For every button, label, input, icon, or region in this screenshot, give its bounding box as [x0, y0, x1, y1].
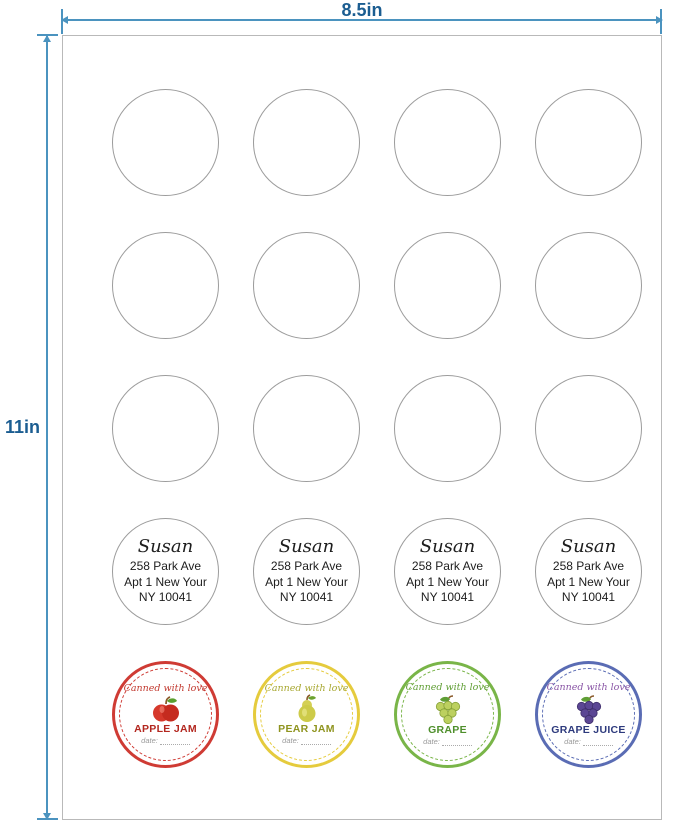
jam-title: APPLE JAM	[134, 722, 197, 735]
address-line-1: 258 Park Ave	[270, 559, 343, 573]
address-name: Susan	[419, 536, 476, 558]
blank-label-circle	[253, 89, 360, 196]
jam-script-text: Canned with love	[546, 682, 631, 694]
jam-title: PEAR JAM	[278, 723, 335, 736]
jam-script-text: Canned with love	[405, 682, 490, 694]
address-line-2: Apt 1 New Your	[547, 574, 630, 589]
blank-label-circle	[253, 232, 360, 339]
jam-date-line: date:	[141, 736, 190, 745]
jam-date-line: date:	[423, 737, 472, 746]
address-label: Susan 258 Park Ave Apt 1 New Your NY 100…	[535, 518, 642, 625]
jam-label-pear: Canned with love PEAR JAM date:	[253, 661, 360, 768]
blank-label-circle	[535, 89, 642, 196]
address-name: Susan	[137, 536, 194, 558]
blank-label-circle	[394, 232, 501, 339]
jam-title: GRAPE	[428, 723, 467, 736]
blank-label-circle	[253, 375, 360, 482]
sheet-width-tick-right	[660, 9, 662, 34]
sheet-height-arrow	[43, 35, 51, 820]
date-dotted-line	[300, 739, 331, 746]
address-line-1: 258 Park Ave	[411, 559, 484, 573]
sheet-height-dimension-label: 11in	[3, 417, 43, 438]
date-word: date:	[141, 735, 158, 745]
address-label: Susan 258 Park Ave Apt 1 New Your NY 100…	[394, 518, 501, 625]
blank-label-circle	[535, 375, 642, 482]
blank-label-circle	[112, 232, 219, 339]
date-dotted-line	[441, 740, 472, 746]
jam-title: GRAPE JUICE	[551, 723, 626, 736]
blank-label-circle	[112, 375, 219, 482]
sheet-height-tick-top	[37, 34, 58, 36]
address-line-1: 258 Park Ave	[129, 559, 202, 573]
label-sheet: Susan 258 Park Ave Apt 1 New Your NY 100…	[62, 35, 662, 820]
jam-label-grape: Canned with love GRAPE date:	[394, 661, 501, 768]
address-line-2: Apt 1 New Your	[265, 574, 348, 589]
jam-script-text: Canned with love	[264, 682, 349, 694]
sheet-width-dimension-label: 8.5in	[341, 0, 383, 20]
jam-label-inner-ring: Canned with love PEAR JAM date:	[260, 668, 353, 761]
date-dotted-line	[582, 740, 613, 746]
date-dotted-line	[159, 739, 190, 745]
sheet-width-arrow	[61, 16, 663, 24]
address-line-2: Apt 1 New Your	[406, 574, 489, 589]
date-word: date:	[423, 736, 440, 746]
blank-label-circle	[394, 375, 501, 482]
address-line-3: NY 10041	[279, 590, 334, 605]
date-word: date:	[282, 736, 299, 746]
green-grapes-icon	[435, 694, 460, 724]
jam-date-line: date:	[564, 737, 613, 746]
date-word: date:	[564, 736, 581, 746]
jam-label-inner-ring: Canned with love APPLE JAM date:	[119, 668, 212, 761]
blank-label-circle	[394, 89, 501, 196]
blank-label-circle	[535, 232, 642, 339]
address-name: Susan	[278, 536, 335, 558]
pear-icon	[298, 694, 316, 723]
apple-icon	[152, 695, 179, 722]
jam-label-inner-ring: Canned with love GRAPE date:	[401, 668, 494, 761]
address-label: Susan 258 Park Ave Apt 1 New Your NY 100…	[253, 518, 360, 625]
jam-date-line: date:	[282, 736, 331, 746]
address-label: Susan 258 Park Ave Apt 1 New Your NY 100…	[112, 518, 219, 625]
jam-label-grape-juice: Canned with love GRAPE JUICE date:	[535, 661, 642, 768]
address-line-3: NY 10041	[561, 590, 616, 605]
jam-label-inner-ring: Canned with love GRAPE JUICE date:	[542, 668, 635, 761]
sheet-width-tick-left	[61, 9, 63, 34]
sheet-height-tick-bottom	[37, 818, 58, 820]
purple-grapes-icon	[576, 694, 601, 724]
jam-script-text: Canned with love	[123, 683, 208, 695]
address-line-3: NY 10041	[420, 590, 475, 605]
address-name: Susan	[560, 536, 617, 558]
address-line-3: NY 10041	[138, 590, 193, 605]
address-line-1: 258 Park Ave	[552, 559, 625, 573]
address-line-2: Apt 1 New Your	[124, 574, 207, 589]
jam-label-apple: Canned with love APPLE JAM date:	[112, 661, 219, 768]
blank-label-circle	[112, 89, 219, 196]
